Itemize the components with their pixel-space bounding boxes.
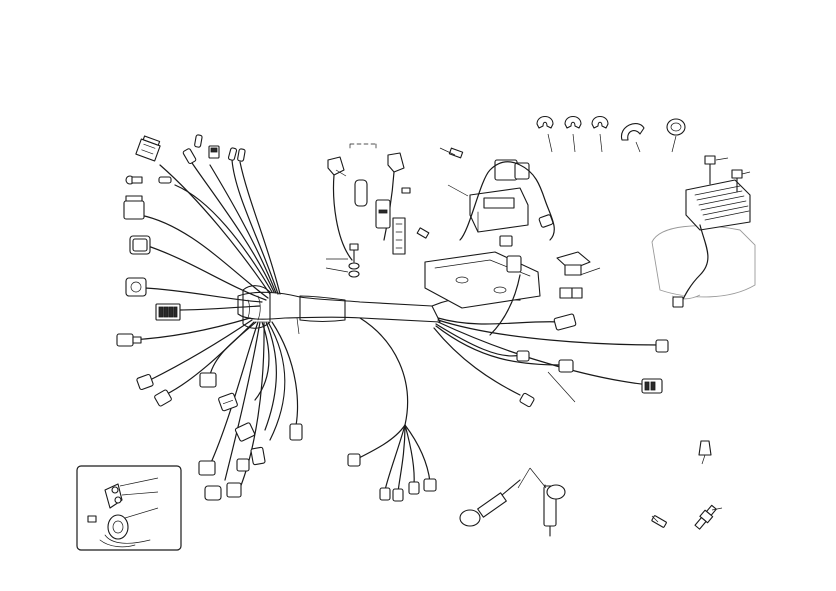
cable-clip-2: [564, 115, 582, 129]
fuse-holder-vertical: [354, 179, 368, 207]
bullet-connector-4: [237, 148, 246, 162]
ecu-bracket: [424, 251, 541, 309]
lower-left-wire-fan: [129, 317, 299, 489]
connector-r: [392, 488, 404, 502]
voltage-regulator: [651, 155, 756, 308]
ring-terminal-left: [125, 175, 143, 185]
spark-plug: [694, 504, 717, 530]
connector-y: [558, 359, 574, 373]
regulator-connector: [672, 296, 684, 308]
horn-inset-box: [76, 465, 182, 551]
cable-clip-3: [591, 115, 609, 129]
bullet-connector-5: [194, 134, 203, 148]
cable-clips: [536, 115, 686, 153]
bullet-connector-1: [182, 148, 197, 165]
main-harness-trunk: [237, 285, 441, 335]
connector-block-b: [129, 235, 151, 255]
relay-vertical: [375, 199, 391, 229]
bullet-connector-2: [208, 145, 220, 159]
center-bottom-wire-fan: [354, 317, 431, 493]
fuse-small: [651, 515, 667, 528]
connector-t: [423, 478, 437, 492]
connector-z: [519, 392, 535, 408]
upper-left-connectors: [123, 134, 246, 321]
connector-m: [204, 485, 222, 501]
small-bracket-part: [698, 440, 712, 465]
ecu-unit: [469, 187, 529, 233]
terminal-strip: [392, 217, 406, 255]
hook-connector-left: [327, 156, 353, 261]
connector-o: [236, 458, 250, 472]
upper-left-wire-fan: [139, 159, 281, 311]
right-wire-fan: [431, 296, 661, 396]
connector-block-c: [125, 277, 147, 297]
connector-k: [250, 446, 266, 466]
ignition-coil-left: [459, 479, 521, 527]
connector-e: [136, 373, 154, 391]
connector-p: [347, 453, 361, 467]
small-sensor-right-of-ecu: [538, 214, 554, 228]
connector-s: [408, 481, 420, 495]
ignition-coil-right: [543, 484, 566, 537]
bolt-vertical-left: [348, 243, 360, 278]
multi-pin-connector-top-left: [135, 135, 161, 162]
connector-v: [655, 339, 669, 353]
hook-connector-right: [383, 152, 405, 241]
cable-ring-clip: [666, 118, 686, 136]
lower-left-connectors: [116, 333, 303, 501]
connector-j: [289, 423, 303, 441]
regulator-bolt-1: [704, 155, 716, 185]
diagnostic-connector: [155, 303, 181, 321]
connector-f: [154, 389, 172, 407]
connector-i: [234, 422, 256, 442]
cable-strap: [621, 123, 645, 141]
connector-n: [226, 482, 242, 498]
fuse-box: [556, 251, 601, 299]
connector-h: [218, 392, 238, 412]
horn: [87, 483, 151, 548]
relay-cluster: [494, 159, 530, 273]
connector-l: [198, 460, 216, 476]
small-plug-left: [158, 176, 172, 184]
connector-q: [379, 487, 391, 501]
screws-center: [401, 147, 464, 239]
connector-u: [553, 313, 577, 331]
bullet-connector-3: [227, 147, 238, 161]
connector-x: [516, 350, 530, 362]
cable-clip-1: [536, 115, 554, 129]
center-bottom-connectors: [347, 453, 437, 502]
connector-d: [116, 333, 142, 347]
connector-g: [199, 372, 217, 388]
right-connectors: [516, 313, 669, 408]
connector-w: [641, 378, 663, 394]
connector-block-a: [123, 195, 145, 220]
